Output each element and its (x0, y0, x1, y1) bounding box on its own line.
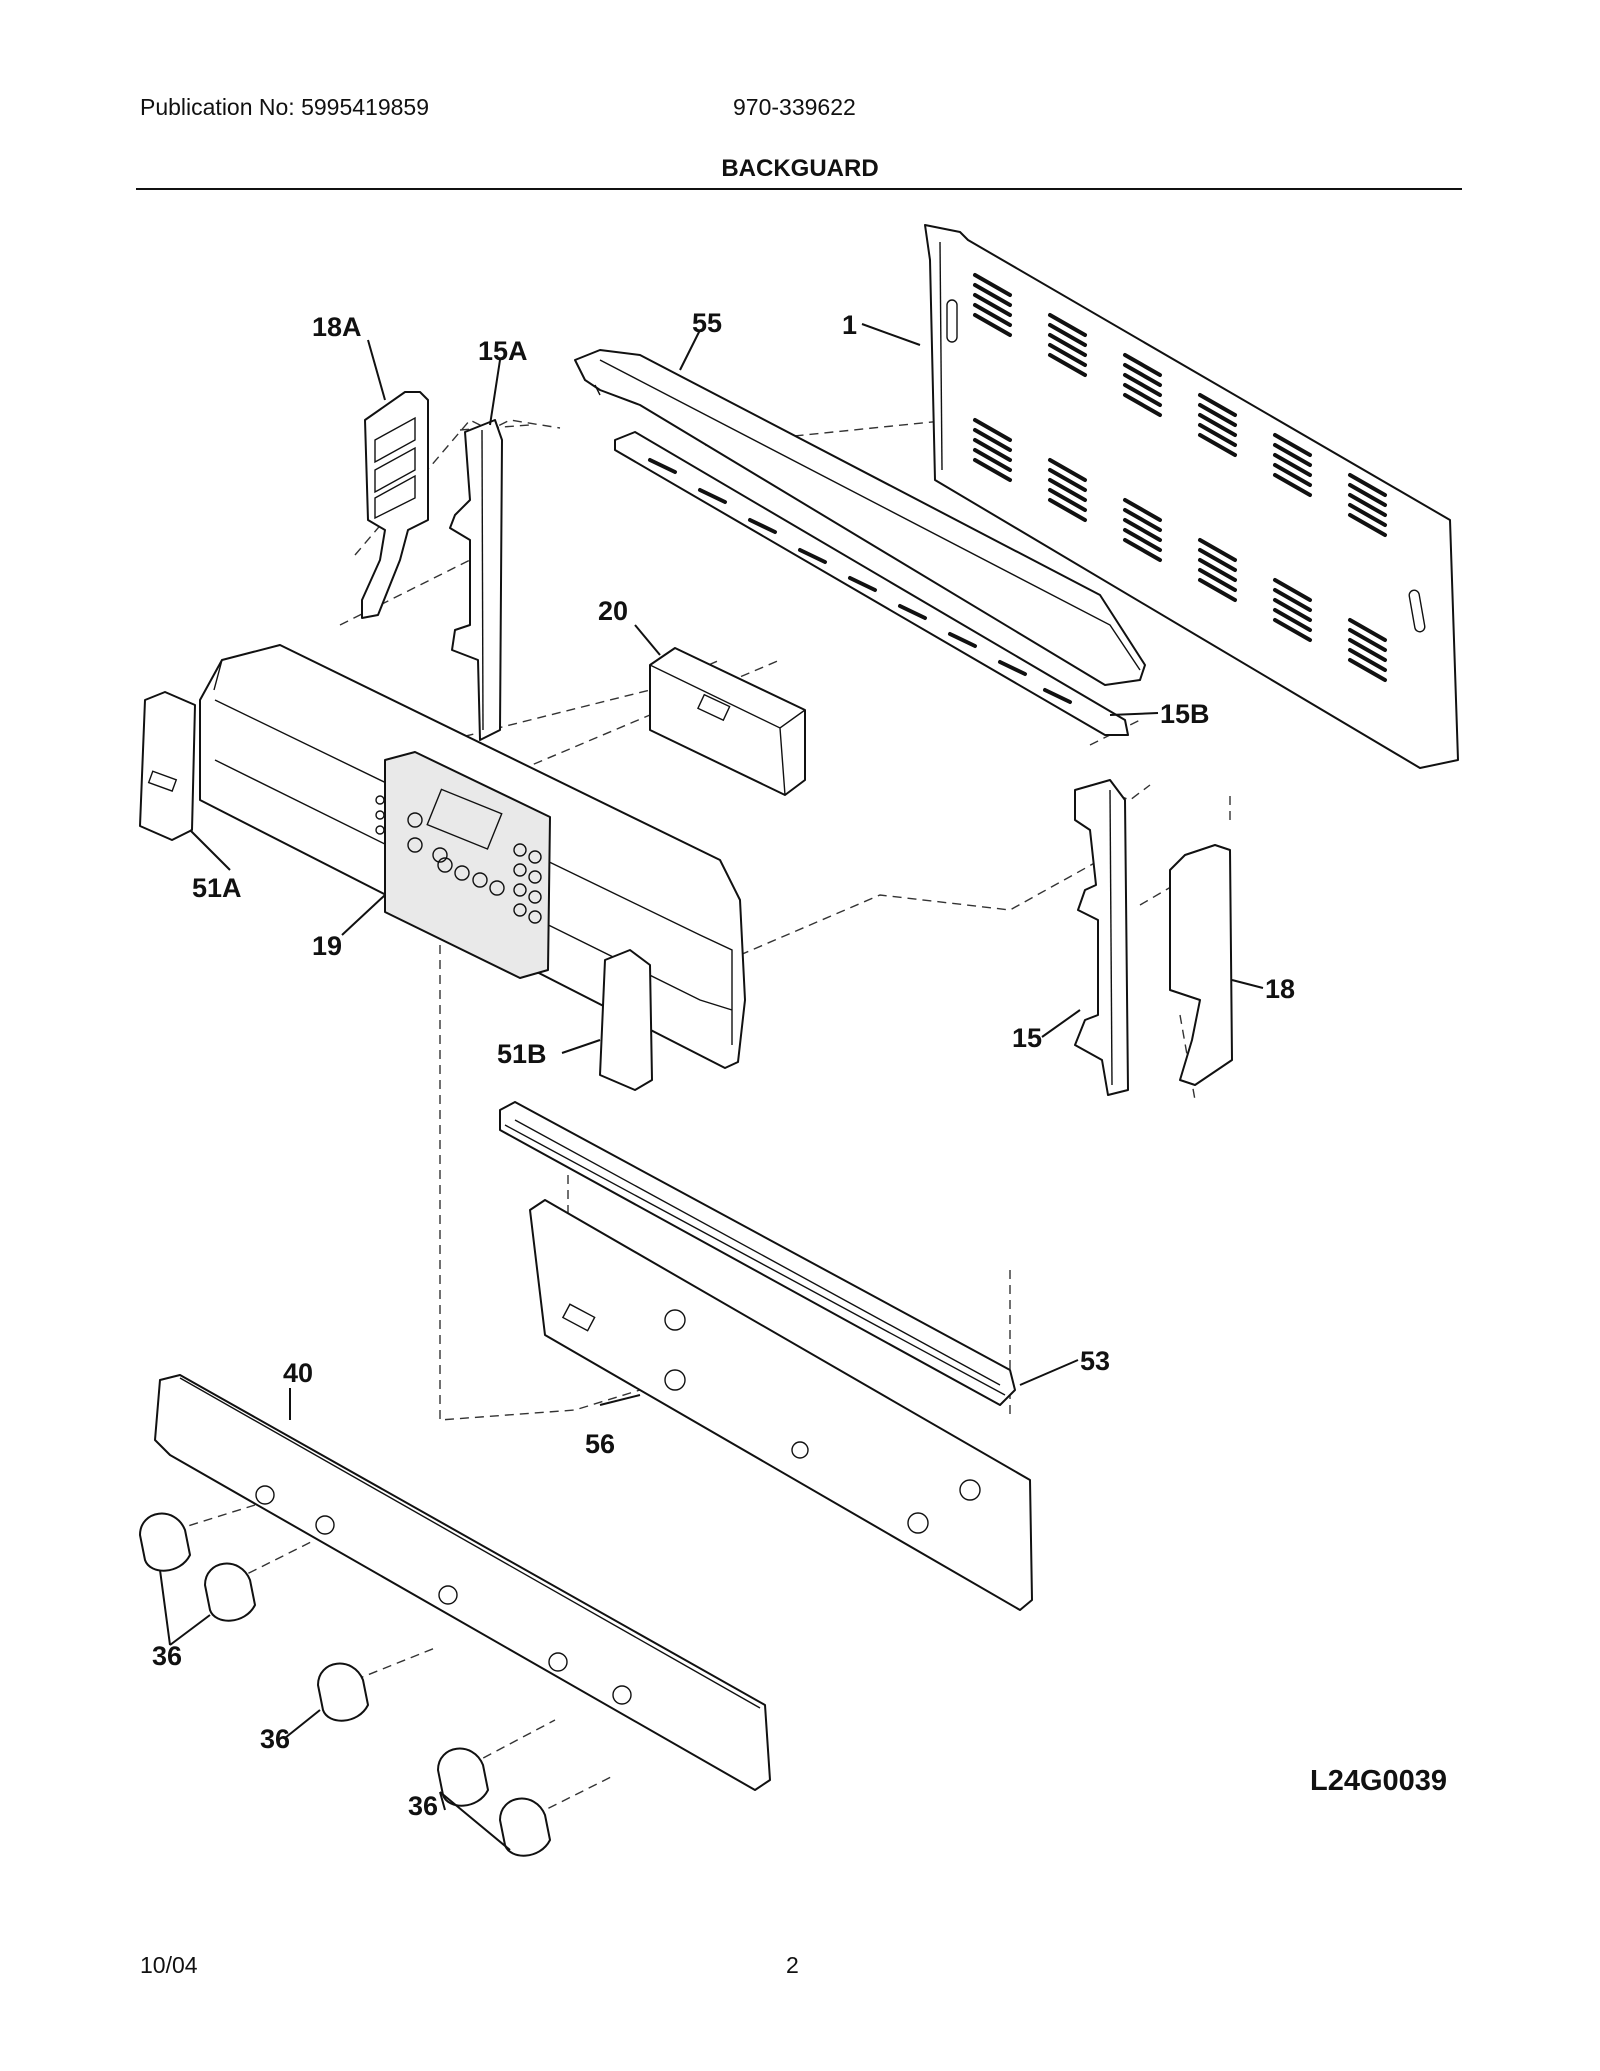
callout-leaders (159, 323, 1264, 1851)
knob-2 (204, 1562, 256, 1622)
callout-51b: 51B (497, 1039, 547, 1069)
callout-53: 53 (1080, 1346, 1110, 1376)
callout-20: 20 (598, 596, 628, 626)
part-15b-slotted-bracket (614, 431, 1129, 736)
louver-slots (973, 273, 1387, 682)
callout-56: 56 (585, 1429, 615, 1459)
part-15-side-bracket (1074, 779, 1129, 1096)
callout-55: 55 (692, 308, 722, 338)
callout-18a: 18A (312, 312, 362, 342)
callout-19: 19 (312, 931, 342, 961)
part-18-end-bracket (1169, 844, 1233, 1086)
part-1-rear-panel (924, 224, 1459, 769)
callout-36b: 36 (260, 1724, 290, 1754)
knob-4 (437, 1747, 489, 1807)
part-53-channel (499, 1101, 1016, 1406)
part-18a-end-bracket (361, 391, 429, 619)
part-15a-side-bracket (449, 419, 503, 741)
publication-number: Publication No: 5995419859 (140, 94, 430, 120)
part-51a-end-cap (139, 691, 196, 841)
part-51b-end-cap (599, 949, 653, 1091)
touch-panel (375, 751, 551, 979)
callout-36c: 36 (408, 1791, 438, 1821)
part-56-backing-panel (529, 1199, 1033, 1611)
knob-3 (317, 1662, 369, 1722)
callout-1: 1 (842, 310, 857, 340)
callout-15b: 15B (1160, 699, 1210, 729)
footer-date: 10/04 (140, 1952, 198, 1978)
part-40-manifold-panel (154, 1374, 771, 1791)
callout-labels: 1 15 15A 15B 18 18A 19 20 36 36 36 40 51… (152, 308, 1447, 1821)
callout-18: 18 (1265, 974, 1295, 1004)
page-title: BACKGUARD (721, 155, 879, 182)
callout-40: 40 (283, 1358, 313, 1388)
part-36-knobs (139, 1512, 551, 1857)
part-20-control-board (649, 647, 806, 796)
model-number: 970-339622 (733, 94, 856, 120)
knob-5 (499, 1797, 551, 1857)
callout-36a: 36 (152, 1641, 182, 1671)
callout-51a: 51A (192, 873, 242, 903)
callout-15a: 15A (478, 336, 528, 366)
knob-1 (139, 1512, 191, 1572)
part-55-top-cap (574, 349, 1146, 686)
page-number: 2 (786, 1952, 799, 1978)
header-rule (136, 188, 1462, 190)
callout-15: 15 (1012, 1023, 1042, 1053)
diagram-code: L24G0039 (1310, 1765, 1447, 1797)
